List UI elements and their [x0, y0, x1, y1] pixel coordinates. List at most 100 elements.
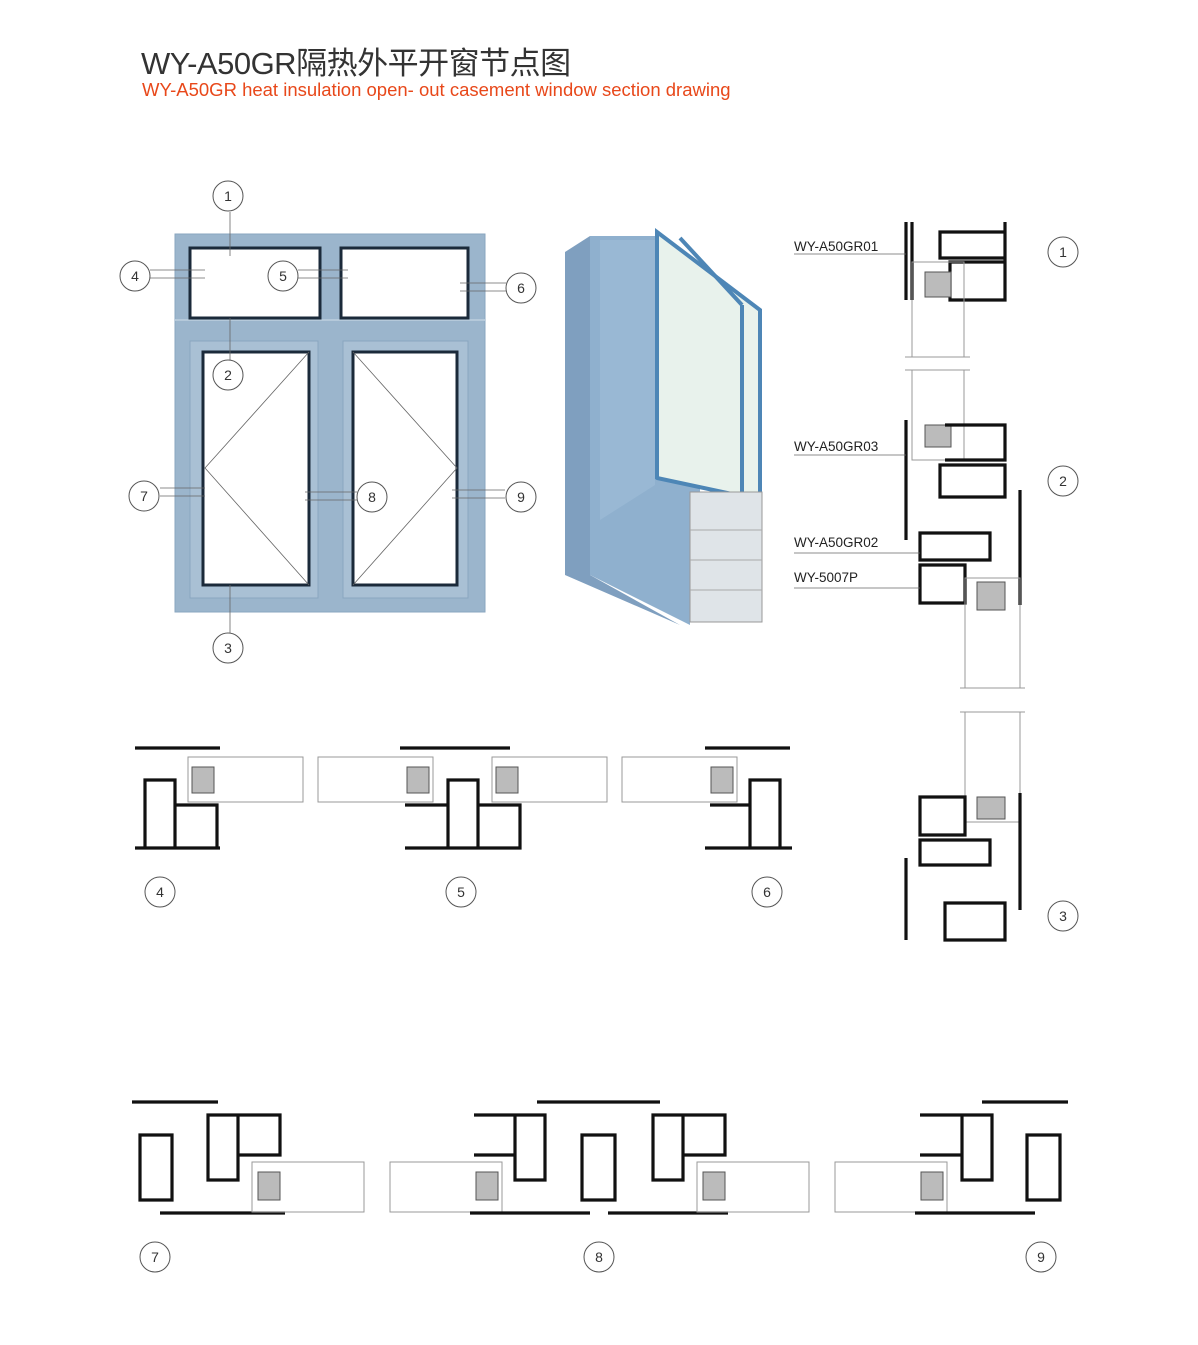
callout-6: 6 [505, 272, 537, 304]
drawing-line [696, 1161, 810, 1213]
callout-5: 5 [267, 260, 299, 292]
callout-bubble [1047, 465, 1079, 497]
drawing-line [678, 236, 744, 307]
drawing-line [565, 236, 680, 625]
callout-number: 1 [1059, 244, 1067, 260]
drawing-line [389, 1161, 503, 1213]
drawing-line [132, 1100, 285, 1215]
callout-bubble [119, 260, 151, 292]
drawing-line [911, 369, 965, 461]
drawing-line [470, 1100, 728, 1215]
drawing-line [400, 746, 522, 850]
callout-number: 8 [368, 489, 376, 505]
callout-bubble [1047, 900, 1079, 932]
drawing-line [702, 1171, 726, 1201]
section-callout-2: 2 [1047, 465, 1079, 497]
callout-7: 7 [128, 480, 160, 512]
callout-bubble [212, 632, 244, 664]
callout-number: 7 [140, 488, 148, 504]
drawing-line [976, 796, 1006, 820]
callout-bubble [144, 876, 176, 908]
drawing-line [920, 1171, 944, 1201]
callout-number: 5 [457, 884, 465, 900]
section-callout-1: 1 [1047, 236, 1079, 268]
drawing-line [495, 766, 519, 794]
callout-2: 2 [212, 359, 244, 391]
profile-label-gr01: WY-A50GR01 [794, 239, 878, 254]
callout-3: 3 [212, 632, 244, 664]
drawing-line [710, 766, 734, 794]
page-subtitle: WY-A50GR heat insulation open- out casem… [142, 79, 731, 100]
horizontal-section-bottom: 7 8 9 [132, 1100, 1068, 1273]
elevation-callouts: 1 2 3 4 5 6 7 8 9 [119, 180, 537, 664]
drawing-line [834, 1161, 948, 1213]
callout-bubble [212, 180, 244, 212]
callout-bubble [505, 481, 537, 513]
callout-number: 3 [1059, 908, 1067, 924]
callout-number: 2 [1059, 473, 1067, 489]
callout-number: 2 [224, 367, 232, 383]
callout-number: 6 [763, 884, 771, 900]
callout-number: 9 [517, 489, 525, 505]
drawing-line [976, 581, 1006, 611]
profile-label-gr03: WY-A50GR03 [794, 439, 878, 454]
drawing-line [251, 1161, 365, 1213]
drawing-line [705, 746, 792, 850]
drawing-line [475, 1171, 499, 1201]
callout-number: 9 [1037, 1249, 1045, 1265]
callout-bubble [445, 876, 477, 908]
section-callout-5: 5 [445, 876, 477, 908]
callout-bubble [1025, 1241, 1057, 1273]
profile-label-5007p: WY-5007P [794, 570, 858, 585]
callout-number: 6 [517, 280, 525, 296]
drawing-line [904, 420, 1007, 540]
drawing-line [187, 756, 304, 803]
callout-bubble [505, 272, 537, 304]
drawing-line [188, 246, 322, 320]
callout-bubble [751, 876, 783, 908]
drawing-line [904, 222, 1007, 302]
vertical-section: WY-A50GR01 WY-A50GR03 WY-A50GR02 WY-5007… [794, 222, 1079, 942]
drawing-line [351, 350, 459, 587]
drawing-line [924, 424, 952, 448]
drawing-line [904, 793, 1022, 942]
callout-9: 9 [505, 481, 537, 513]
horizontal-section-top: 4 5 6 [135, 746, 792, 908]
drawing-line [600, 240, 655, 520]
drawing-line [135, 746, 220, 850]
drawing-line [201, 350, 311, 587]
callout-bubble [267, 260, 299, 292]
drawing-line [191, 766, 215, 794]
profile-label-gr02: WY-A50GR02 [794, 535, 878, 550]
drawing-line [257, 1171, 281, 1201]
section-callout-8: 8 [583, 1241, 615, 1273]
callout-bubble [212, 359, 244, 391]
callout-number: 4 [131, 268, 139, 284]
drawing-line [339, 246, 470, 320]
drawing-line [204, 351, 310, 586]
drawing-line [406, 766, 430, 794]
callout-1: 1 [212, 180, 244, 212]
drawing-line [317, 756, 434, 803]
drawing-line [964, 711, 1021, 823]
page-title: WY-A50GR隔热外平开窗节点图 [141, 46, 571, 81]
callout-4: 4 [119, 260, 151, 292]
callout-bubble [128, 480, 160, 512]
drawing-line [655, 227, 762, 503]
callout-number: 7 [151, 1249, 159, 1265]
section-callout-6: 6 [751, 876, 783, 908]
drawing-line [491, 756, 608, 803]
callout-number: 1 [224, 188, 232, 204]
callout-number: 4 [156, 884, 164, 900]
drawing-line [621, 756, 738, 803]
drawing-line [915, 1100, 1068, 1215]
callout-bubble [583, 1241, 615, 1273]
callout-number: 5 [279, 268, 287, 284]
callout-bubble [139, 1241, 171, 1273]
window-elevation [150, 212, 506, 633]
drawing-line [352, 351, 458, 586]
section-callout-9: 9 [1025, 1241, 1057, 1273]
callout-bubble [1047, 236, 1079, 268]
